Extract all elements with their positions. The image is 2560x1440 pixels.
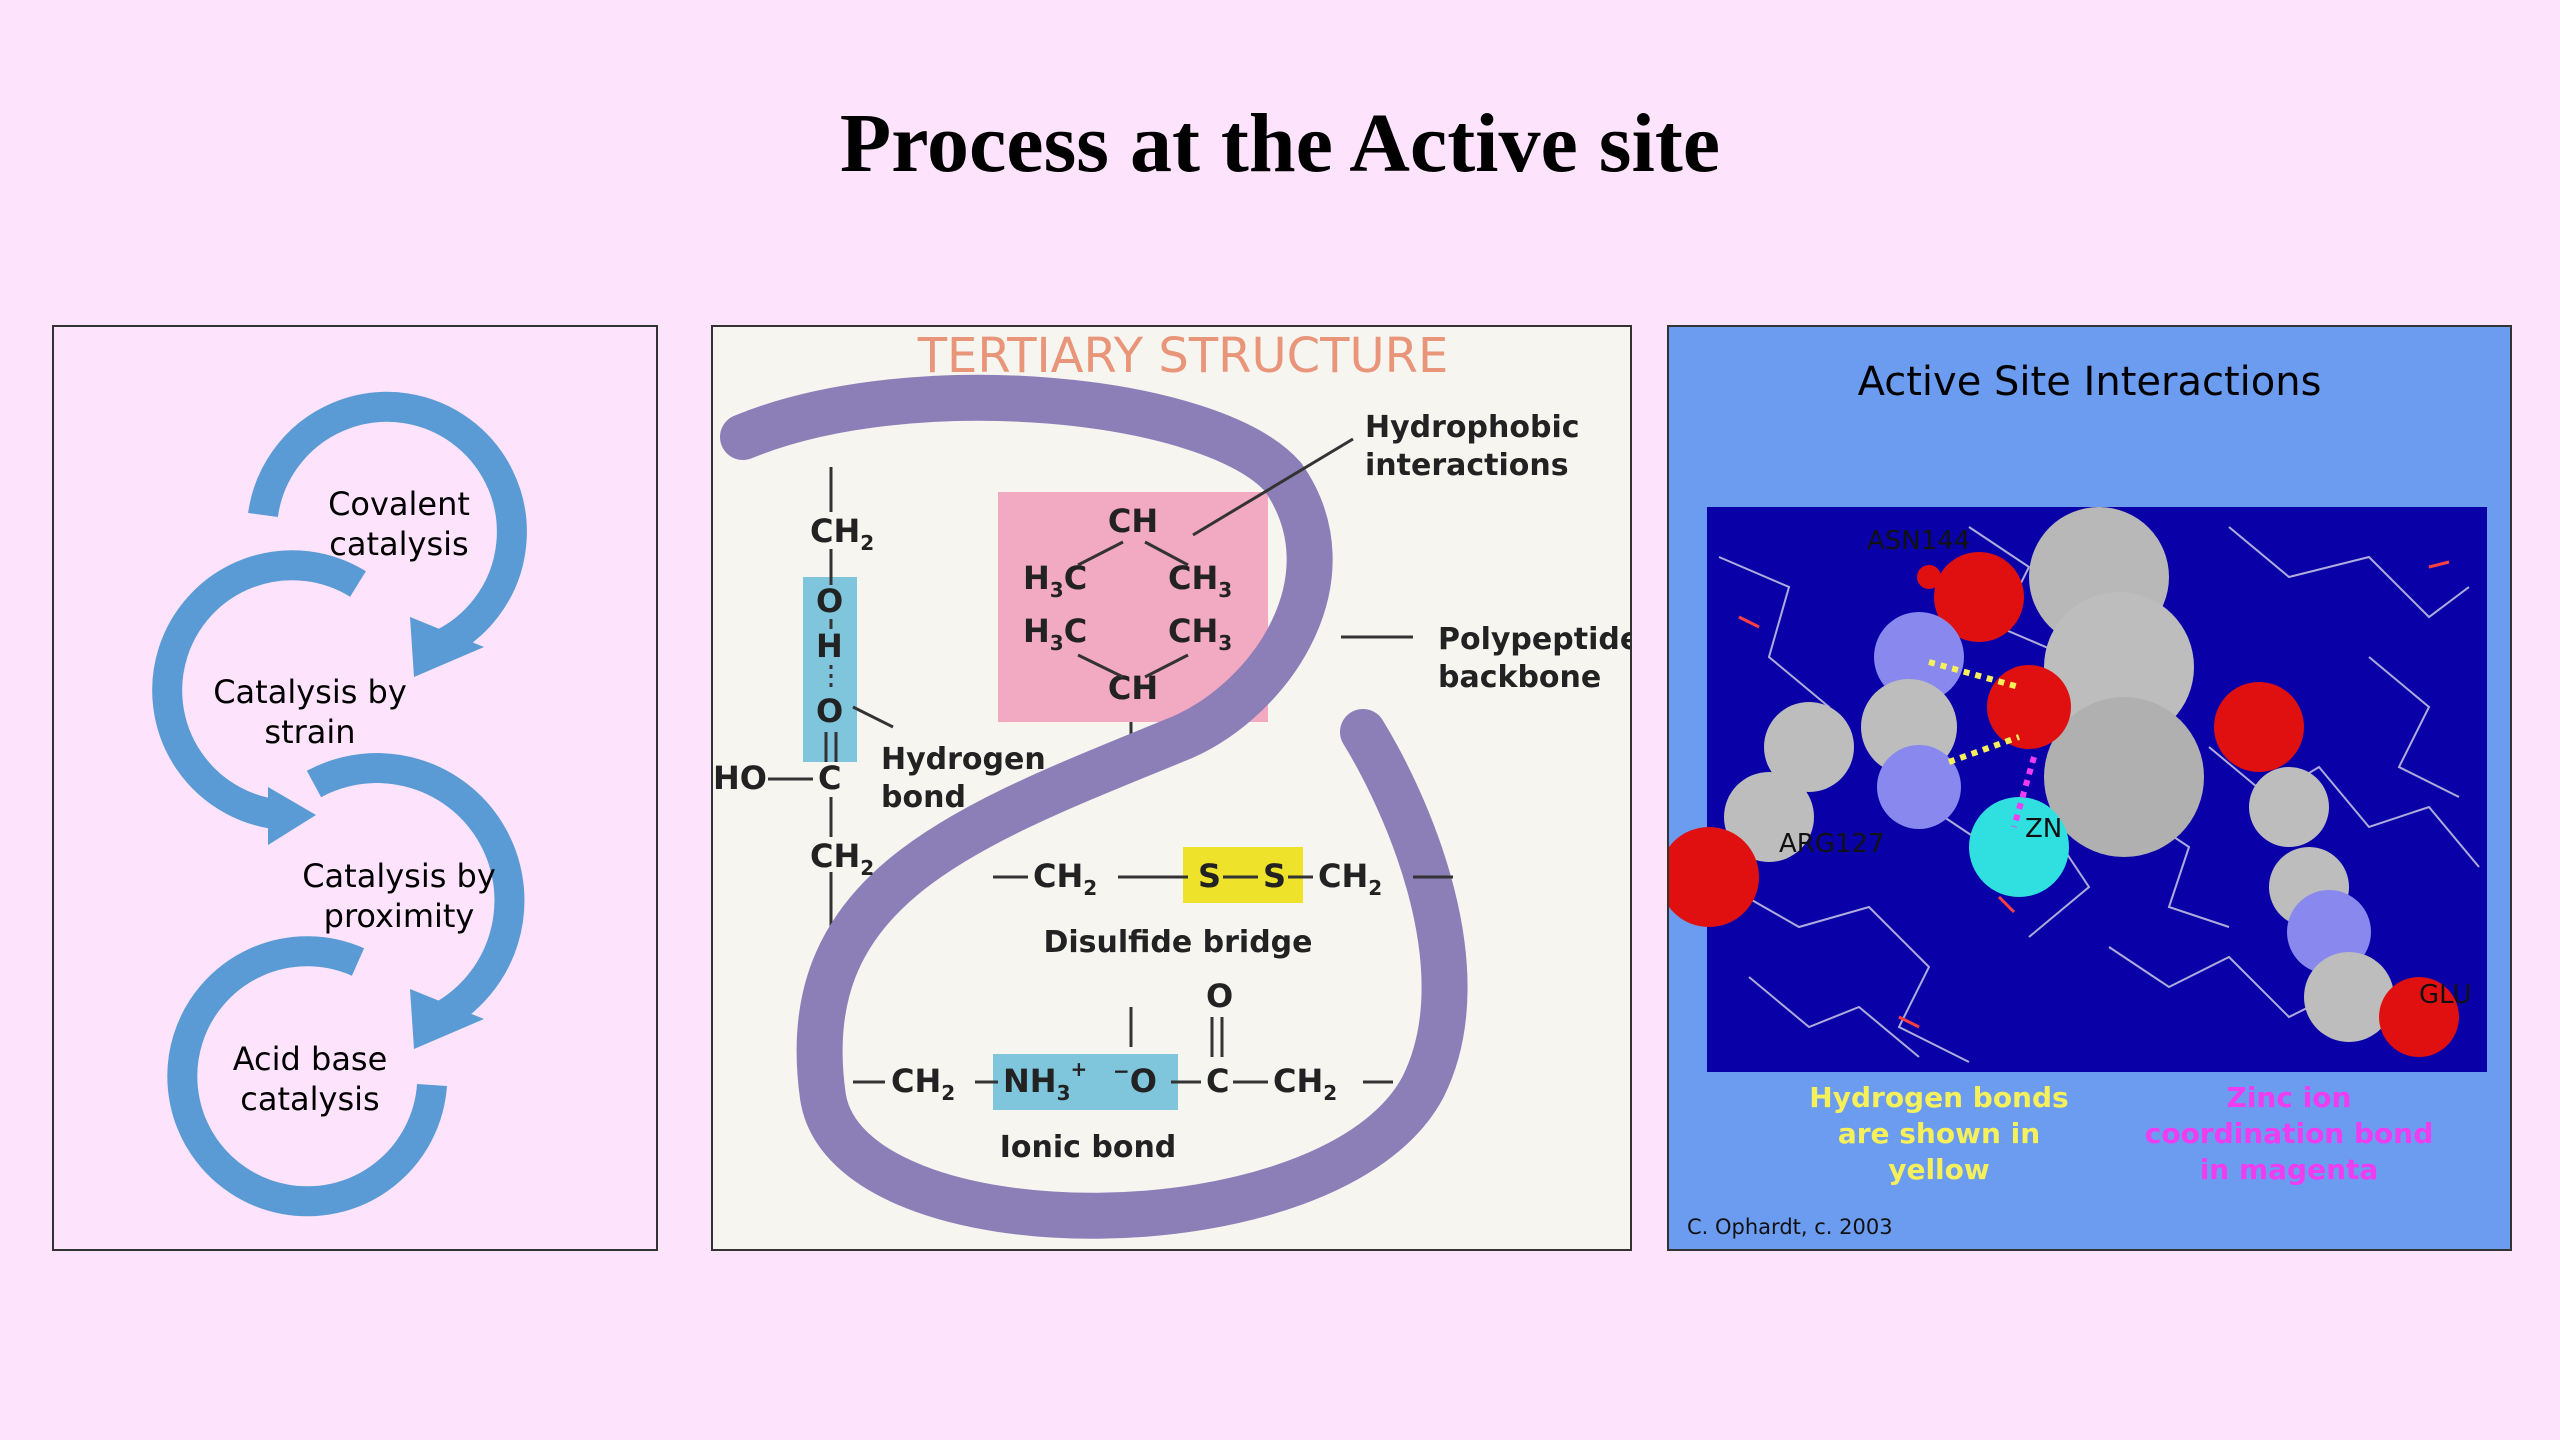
residue-zn: ZN: [2025, 814, 2062, 844]
svg-text:CH2: CH2: [810, 512, 874, 555]
label-backbone-1: Polypeptide: [1438, 622, 1630, 657]
residue-arg: ARG127: [1779, 829, 1885, 859]
step-3-line1: Catalysis by: [302, 857, 496, 895]
ionic-box: [993, 1054, 1178, 1110]
catalysis-cycle-diagram: Covalent catalysis Catalysis by strain C…: [152, 391, 527, 1217]
active-site-panel: Active Site Interactions: [1667, 325, 2512, 1251]
zinc-ion: [1969, 797, 2069, 897]
label-hydrophobic-1: Hydrophobic: [1365, 410, 1580, 445]
label-ionic: Ionic bond: [1000, 1130, 1177, 1165]
slide-title: Process at the Active site: [839, 97, 1721, 190]
residue-glu: GLU: [2419, 980, 2471, 1010]
cycle-arc-1: [248, 391, 527, 659]
svg-text:CH2: CH2: [891, 1062, 955, 1105]
svg-text:O: O: [1206, 977, 1233, 1015]
hydrogen-bond-box: [803, 577, 857, 762]
svg-text:C: C: [1206, 1062, 1229, 1100]
image-credit: C. Ophardt, c. 2003: [1687, 1215, 1893, 1239]
svg-text:CH2: CH2: [1273, 1062, 1337, 1105]
svg-text:O: O: [816, 692, 843, 730]
cycle-arrowhead-2: [268, 787, 316, 845]
svg-text:C: C: [818, 759, 841, 797]
svg-text:S: S: [1198, 857, 1221, 895]
step-1-line2: catalysis: [329, 525, 468, 563]
cycle-arc-3: [306, 753, 525, 1031]
tertiary-structure-panel: TERTIARY STRUCTURE CH H3C CH3 H3C CH3 CH: [711, 325, 1632, 1251]
svg-text:CH2: CH2: [810, 837, 874, 880]
step-3-line2: proximity: [324, 897, 475, 935]
step-2-line2: strain: [264, 713, 355, 751]
svg-text:O: O: [816, 582, 843, 620]
disulfide-box: [1183, 847, 1303, 903]
step-4-line2: catalysis: [240, 1080, 379, 1118]
cycle-arrowhead-1: [410, 617, 484, 677]
cycle-arc-4: [167, 936, 447, 1217]
svg-text:S: S: [1263, 857, 1286, 895]
catalysis-cycle-panel: Covalent catalysis Catalysis by strain C…: [52, 325, 658, 1251]
svg-text:−O: −O: [1113, 1059, 1157, 1100]
label-backbone-2: backbone: [1438, 660, 1601, 695]
step-2-line1: Catalysis by: [213, 673, 407, 711]
cycle-arrowhead-3: [410, 989, 484, 1049]
cycle-arc-2: [152, 550, 366, 830]
active-site-heading: Active Site Interactions: [1857, 359, 2322, 405]
legend-hydrogen-bonds: Hydrogen bonds are shown in yellow: [1809, 1081, 2069, 1186]
residue-asn: ASN144: [1867, 526, 1970, 556]
svg-text:HO: HO: [713, 759, 767, 797]
step-1-line1: Covalent: [328, 485, 470, 523]
step-4-line1: Acid base: [233, 1040, 388, 1078]
label-hydrophobic-2: interactions: [1365, 448, 1569, 483]
svg-text:CH2: CH2: [1033, 857, 1097, 900]
svg-text:CH2: CH2: [1318, 857, 1382, 900]
svg-text:CH: CH: [1108, 502, 1158, 540]
tertiary-structure-diagram: TERTIARY STRUCTURE CH H3C CH3 H3C CH3 CH: [713, 328, 1630, 1239]
hydrophobic-box: [998, 492, 1268, 722]
polypeptide-backbone: [720, 374, 1468, 1239]
label-disulfide: Disulfide bridge: [1043, 925, 1312, 960]
legend-zinc-coordination: Zinc ion coordination bond in magenta: [2144, 1081, 2434, 1186]
label-hbond-1: Hydrogen: [881, 742, 1046, 777]
label-hbond-2: bond: [881, 780, 966, 815]
molecular-model-image: ASN144 ARG127 ZN GLU: [1669, 507, 2487, 1072]
svg-text:H: H: [816, 627, 843, 665]
tertiary-heading: TERTIARY STRUCTURE: [917, 328, 1449, 384]
